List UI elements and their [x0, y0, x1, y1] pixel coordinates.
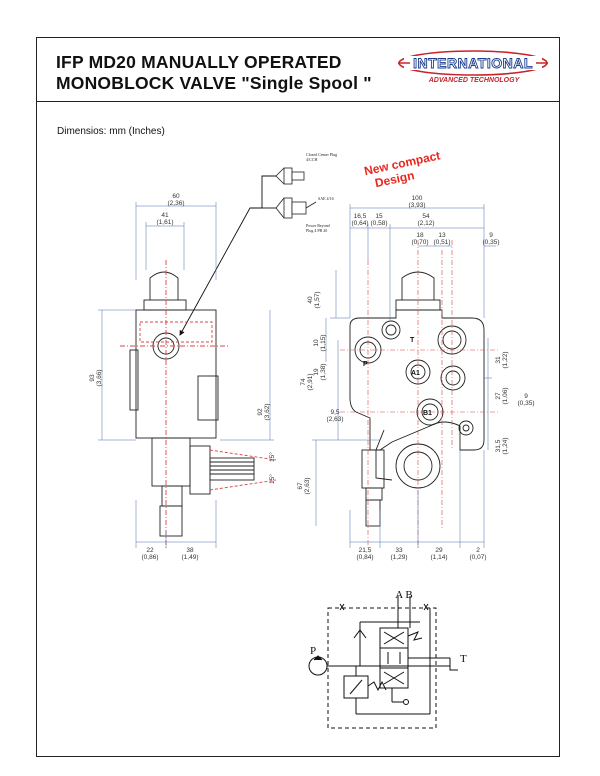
dim-29-in: (1,14) [431, 554, 448, 561]
dim-31-5: 31,5 [495, 439, 502, 452]
dim-9-top: 9 [489, 232, 493, 239]
schematic-label-t: T [460, 653, 467, 665]
dim-15: 15 [375, 213, 383, 220]
dim-21-5: 21,5 [359, 547, 372, 554]
dim-9-side-in: (0,35) [518, 400, 535, 407]
dim-27-in: (1,06) [502, 388, 509, 405]
dim-38: 38 [186, 547, 194, 554]
dim-15-in: (0,58) [371, 220, 388, 227]
dim-93-in: (3,66) [96, 370, 103, 387]
dim-100: 100 [412, 195, 423, 202]
left-view-dimension-lines [98, 202, 274, 548]
logo-sub-text: ADVANCED TECHNOLOGY [428, 77, 521, 84]
angle-top: 15° [268, 452, 276, 462]
dim-31: 31 [495, 356, 502, 364]
right-front-view [349, 271, 485, 527]
dim-10-in: (1,15) [320, 335, 327, 352]
power-beyond-plug [275, 197, 317, 219]
port-b1-label: B1 [423, 410, 432, 417]
title-line-2: MONOBLOCK VALVE "Single Spool " [56, 73, 372, 93]
port-a1-label: A1 [411, 370, 420, 377]
hydraulic-schematic: A B P T [308, 589, 467, 729]
left-side-view [120, 260, 277, 550]
dim-2-in: (0,07) [470, 554, 487, 561]
schematic-label-p: P [310, 645, 316, 657]
dim-93: 93 [89, 374, 96, 382]
dim-33: 33 [395, 547, 403, 554]
dim-9-top-in: (0,35) [483, 239, 500, 246]
dim-19: 19 [313, 368, 320, 376]
dim-60: 60 [172, 193, 180, 200]
dim-19-in: (1,38) [320, 364, 327, 381]
dim-9-5: 9,5 [330, 409, 339, 416]
dim-2: 2 [476, 547, 480, 554]
logo-main-text: INTERNATIONAL [413, 55, 533, 71]
dim-22-in: (0,86) [142, 554, 159, 561]
dim-74: 74 [300, 378, 307, 386]
dim-27: 27 [495, 392, 502, 400]
page-frame [36, 37, 560, 757]
note-closed-center-1: Closed Center Plug [306, 152, 337, 157]
dim-18: 18 [416, 232, 424, 239]
dim-38-in: (1,49) [182, 554, 199, 561]
right-view-center-lines [340, 240, 500, 550]
header-divider [36, 101, 560, 102]
dim-74-in: (2,91) [307, 374, 314, 391]
port-p-label: P [363, 361, 368, 368]
dim-9-5-in: (2,63) [327, 416, 344, 423]
dim-40-in: (1,57) [314, 292, 321, 309]
dim-9-side: 9 [524, 393, 528, 400]
note-power-beyond-1: Power Beyond [306, 223, 330, 228]
dim-41-in: (1,61) [157, 219, 174, 226]
dim-100-in: (3,93) [409, 202, 426, 209]
dim-54: 54 [422, 213, 430, 220]
dim-13-in: (0,51) [434, 239, 451, 246]
dim-16-5-in: (0,64) [352, 220, 369, 227]
dim-31-in: (1,22) [502, 352, 509, 369]
dim-67-in: (2,63) [304, 478, 311, 495]
dim-29: 29 [435, 547, 443, 554]
angle-bottom: 15° [268, 474, 276, 484]
dim-21-5-in: (0,84) [357, 554, 374, 561]
schematic-label-ab: A B [395, 589, 412, 601]
dim-67: 67 [297, 482, 304, 490]
dim-33-in: (1,29) [391, 554, 408, 561]
new-design-annotation: New compact Design [363, 150, 442, 190]
dim-92-in: (3,62) [264, 404, 271, 421]
dim-18-in: (0,70) [412, 239, 429, 246]
dim-16-5: 16,5 [354, 213, 367, 220]
dimensions-label: Dimensios: mm (Inches) [57, 126, 165, 137]
port-t-label: T [410, 337, 415, 344]
note-power-beyond-2: Plug 4 PB 20 [306, 228, 327, 233]
valve-drawing: New compact Design Closed Center Plug 4/… [89, 150, 535, 561]
dim-41: 41 [161, 212, 169, 219]
dim-54-in: (2,12) [418, 220, 435, 227]
closed-center-plug [275, 167, 305, 185]
dim-40: 40 [307, 296, 314, 304]
dim-92: 92 [257, 408, 264, 416]
dim-31-5-in: (1,24) [502, 438, 509, 455]
note-closed-center-2: 4/CCH [306, 157, 317, 162]
title-line-1: IFP MD20 MANUALLY OPERATED [56, 52, 342, 72]
company-logo: INTERNATIONAL ADVANCED TECHNOLOGY [398, 50, 548, 84]
right-view-dimension-lines [312, 204, 496, 548]
dim-22: 22 [146, 547, 154, 554]
dim-60-in: (2,36) [168, 200, 185, 207]
page-title: IFP MD20 MANUALLY OPERATED MONOBLOCK VAL… [56, 52, 372, 94]
dim-10: 10 [313, 339, 320, 347]
dim-13: 13 [438, 232, 446, 239]
note-sae: SAE 4/16 [318, 196, 334, 201]
